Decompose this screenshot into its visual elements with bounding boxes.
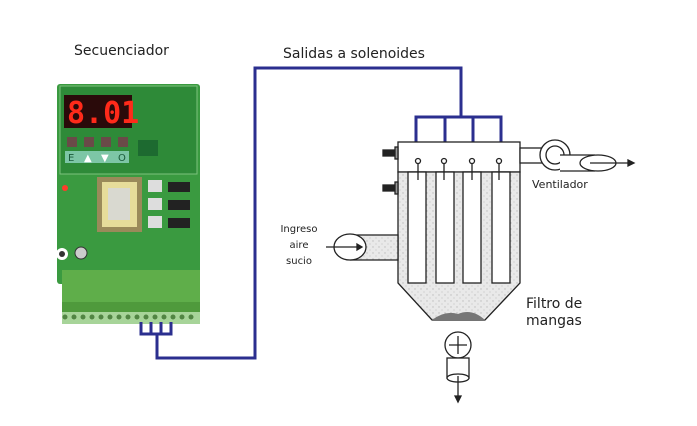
display-digits: 8.01 <box>67 96 139 131</box>
inlet-label: Ingreso aire sucio <box>277 222 321 270</box>
inlet-label-line: aire <box>289 240 309 251</box>
pulse-nozzles <box>414 157 503 180</box>
button-e: E <box>68 153 74 164</box>
filter-label: Filtro de mangas <box>526 296 582 330</box>
button-down: ▼ <box>101 153 109 164</box>
solenoid-wires <box>139 66 503 360</box>
fan-label: Ventilador <box>532 178 588 191</box>
button-o: O <box>118 153 126 164</box>
led <box>62 185 68 191</box>
sequencer-label: Secuenciador <box>74 43 169 59</box>
bag-filter <box>326 139 636 404</box>
outputs-label: Salidas a solenoides <box>283 46 425 62</box>
seven-segment-display <box>64 95 132 128</box>
filter-label-line: mangas <box>526 313 582 329</box>
inlet-label-line: sucio <box>286 256 312 267</box>
filter-label-line: Filtro de <box>526 296 583 312</box>
inlet-label-line: Ingreso <box>280 224 318 235</box>
button-up: ▲ <box>84 153 92 164</box>
board-buttons <box>65 137 129 163</box>
sequencer-board: 8.01 E ▲ ▼ O <box>56 84 200 324</box>
